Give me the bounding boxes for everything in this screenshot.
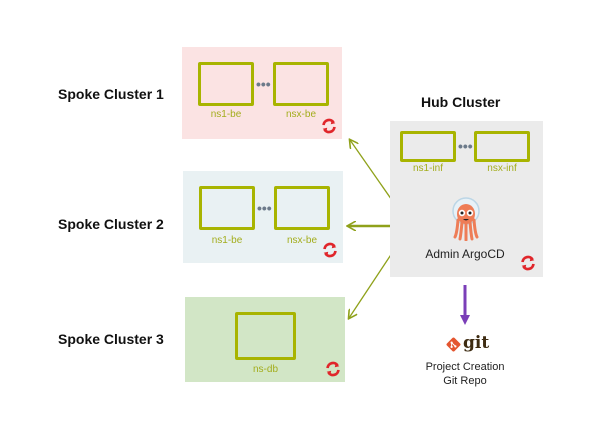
argocd-label: Admin ArgoCD [425,247,505,261]
namespace-label: nsx-be [286,235,317,246]
spoke-cluster-1[interactable]: ••• ns1-be nsx-be [182,47,342,139]
namespace-box-nsx-be[interactable] [274,186,330,230]
namespace-label: ns-db [252,364,278,375]
namespace-label: ns1-be [211,235,243,246]
git-caption-line1: Project Creation [425,361,505,373]
hub-cluster[interactable]: ••• ns1-inf nsx-inf Admin ArgoCD [390,121,543,277]
spoke-cluster-3-label: Spoke Cluster 3 [58,331,164,347]
ellipsis-icon: ••• [256,76,271,92]
namespace-label: nsx-inf [487,163,517,174]
spoke-cluster-2-label: Spoke Cluster 2 [58,216,164,232]
sync-icon [326,361,340,377]
namespace-box-nsx-inf[interactable] [474,131,530,162]
namespace-box-nsx-be[interactable] [273,62,329,106]
namespace-label: ns1-be [210,109,242,120]
ellipsis-icon: ••• [458,138,473,154]
namespace-label: nsx-be [285,109,316,120]
ellipsis-icon: ••• [257,200,272,216]
spoke-cluster-1-label: Spoke Cluster 1 [58,86,164,102]
git-logo-icon [446,337,461,352]
namespace-box-ns1-inf[interactable] [400,131,456,162]
namespace-box-ns1-be[interactable] [198,62,254,106]
hub-cluster-title: Hub Cluster [421,94,501,110]
sync-icon [521,255,535,271]
namespace-box-ns-db[interactable] [235,312,296,360]
git-caption-line2: Git Repo [443,375,487,387]
spoke-cluster-2[interactable]: ••• ns1-be nsx-be [183,171,343,263]
namespace-label: ns1-inf [412,163,443,174]
sync-icon [322,118,336,134]
namespace-box-ns1-be[interactable] [199,186,255,230]
argocd-octopus-icon [452,197,480,241]
sync-icon [323,242,337,258]
spoke-cluster-3[interactable]: ns-db [185,297,345,382]
git-logo: git [446,333,490,354]
git-logo-text: git [463,333,490,353]
